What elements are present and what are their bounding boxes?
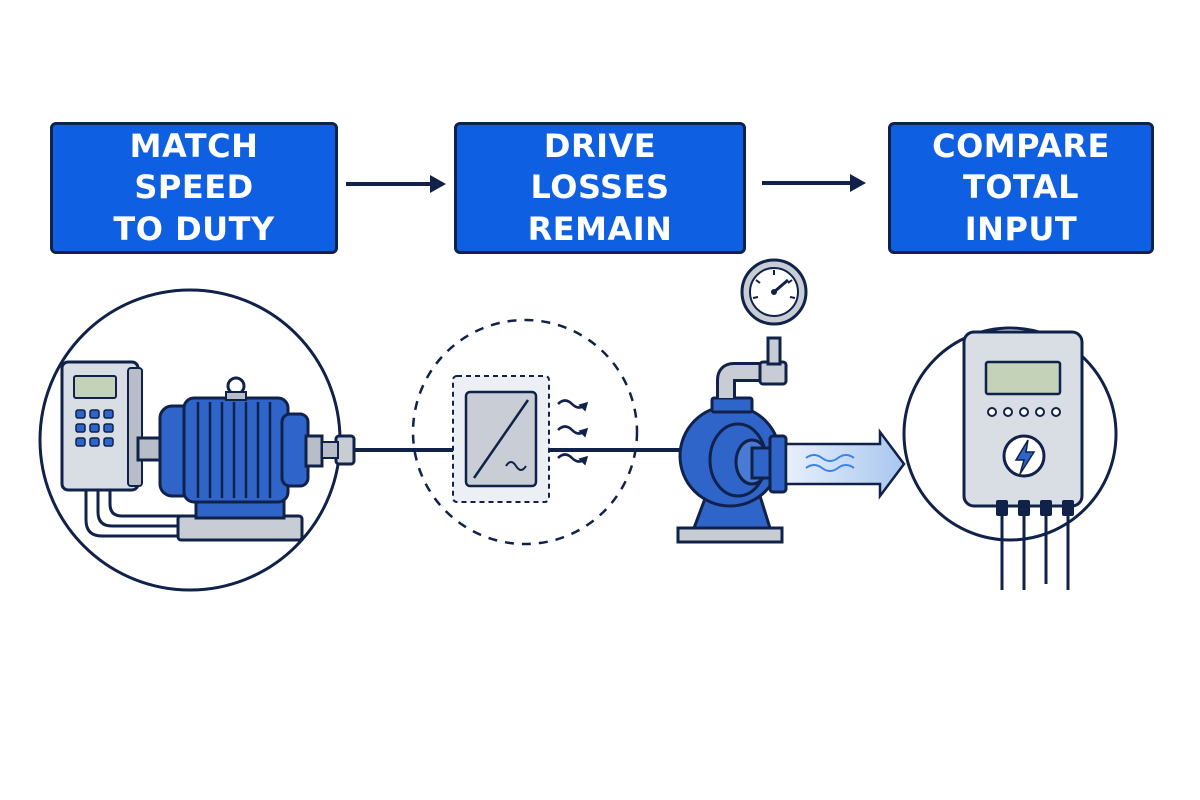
pressure-gauge-icon	[740, 258, 808, 326]
step-match-speed: MATCH SPEED TO DUTY	[50, 122, 338, 254]
vfd-drive-icon	[60, 360, 143, 492]
power-meter-icon	[962, 330, 1084, 590]
flow-arrow-2	[762, 174, 866, 192]
pressure-pipe	[716, 336, 788, 398]
step-3-line-2: TOTAL INPUT	[962, 168, 1080, 248]
step-drive-losses: DRIVE LOSSES REMAIN	[454, 122, 746, 254]
step-2-line-2: REMAIN	[527, 209, 673, 248]
vfd-cables	[84, 490, 186, 538]
shaft-coupling	[321, 434, 356, 466]
loss-heat-icon	[452, 375, 589, 503]
lightning-icon	[1002, 434, 1046, 478]
flow-arrow-1	[346, 175, 446, 193]
pump-icon	[676, 396, 788, 544]
step-3-line-1: COMPARE	[932, 126, 1110, 165]
step-compare-input: COMPARE TOTAL INPUT	[888, 122, 1154, 254]
step-1-line-2: TO DUTY	[113, 209, 275, 248]
motor-icon	[136, 376, 324, 542]
step-1-line-1: MATCH SPEED	[129, 126, 259, 207]
water-flow-icon	[784, 428, 906, 500]
step-2-line-1: DRIVE LOSSES	[530, 126, 670, 207]
